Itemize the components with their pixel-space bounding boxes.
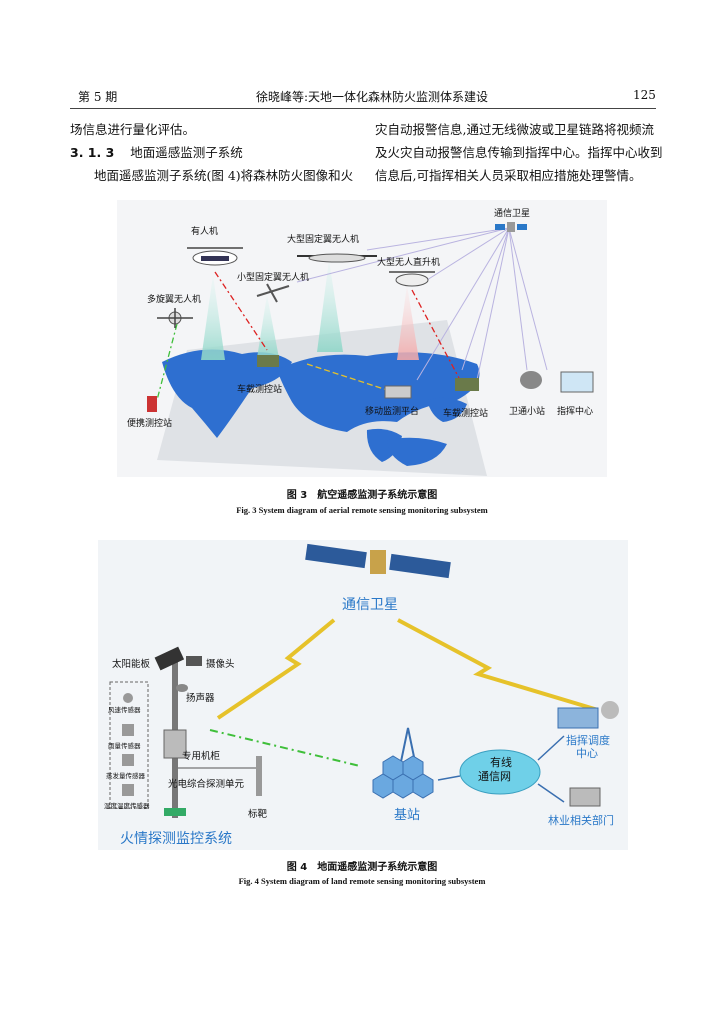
header-rule (70, 108, 656, 109)
fig3-label-command-center: 指挥中心 (557, 407, 594, 417)
figure-4: 通信卫星 太阳能板 摄像头 扬声器 风速传感器 雨量传感器 蒸发量传感器 湿度温… (98, 540, 628, 850)
fig4-label-photoelectric: 光电综合探测单元 (168, 779, 245, 790)
large-helicopter-icon (389, 271, 435, 287)
figure-3: 通信卫星 有人机 大型固定翼无人机 大型无人直升机 小型固定翼无人机 多旋翼无人… (117, 200, 607, 477)
left-line-3: 地面遥感监测子系统(图 4)将森林防火图像和火 (94, 168, 354, 183)
figure-3-caption-en: Fig. 3 System diagram of aerial remote s… (236, 505, 488, 515)
fig4-label-humidity-sensor: 湿度温度传感器 (104, 802, 150, 810)
left-line-1: 场信息进行量化评估。 (70, 122, 196, 137)
running-title: 徐晓峰等:天地一体化森林防火监测体系建设 (256, 90, 489, 104)
vehicle-station-2-icon (455, 378, 479, 391)
link-cloud-to-dispatch (537, 735, 565, 761)
beam-manned (201, 275, 225, 360)
fig3-label-vehicle-station-1: 车载测控站 (237, 385, 283, 395)
humidity-sensor-icon (122, 784, 134, 796)
target-icon (256, 756, 262, 796)
figure-3-caption-cn: 图 3 航空遥感监测子系统示意图 (286, 490, 438, 501)
vehicle-station-icon (257, 355, 279, 367)
wired-network-cloud (459, 749, 541, 795)
fig3-label-portable-station: 便携测控站 (127, 419, 173, 429)
camera-icon (186, 656, 202, 666)
figure-4-caption-en: Fig. 4 System diagram of land remote sen… (238, 876, 486, 886)
monitoring-tower (154, 646, 202, 818)
fig4-label-forestry: 林业相关部门 (548, 814, 614, 827)
fig3-label-remote-station: 卫通小站 (509, 407, 546, 417)
satellite-icon (495, 222, 527, 232)
fig4-label-target: 标靶 (248, 809, 268, 820)
dispatch-center-icon (557, 707, 599, 729)
page-number: 125 (633, 88, 656, 102)
fig4-label-base-station: 基站 (394, 808, 421, 823)
sensor-group-box (109, 681, 149, 809)
dish-icon (601, 701, 619, 719)
right-line-3: 信息后,可指挥相关人员采取相应措施处理警情。 (375, 168, 642, 183)
fig4-label-dispatch-1: 指挥调度 (566, 734, 610, 747)
fig4-label-wired-net-1: 有线 (490, 756, 512, 769)
link-satellite-to-dispatch (397, 618, 599, 712)
manned-aircraft-icon (187, 247, 243, 266)
fig4-label-fire-system: 火情探测监控系统 (120, 831, 232, 847)
link-base-to-cloud (437, 775, 461, 781)
fig3-label-large-helicopter: 大型无人直升机 (377, 258, 441, 268)
base-station-icon (372, 727, 434, 799)
large-fixed-wing-icon (297, 253, 377, 263)
fig4-label-evap-sensor: 蒸发量传感器 (106, 772, 145, 780)
fig3-label-mobile-platform: 移动监测平台 (365, 407, 420, 417)
multirotor-icon (157, 308, 193, 328)
cabinet-icon (163, 729, 187, 759)
link-mobile (306, 363, 388, 391)
small-fixed-wing-icon (256, 283, 290, 303)
fig3-label-manned: 有人机 (191, 227, 219, 237)
right-line-2: 及火灾自动报警信息传输到指挥中心。指挥中心收到 (375, 145, 663, 160)
beam-large-fixed (317, 260, 343, 352)
pole-base (164, 808, 186, 816)
fig3-label-multirotor: 多旋翼无人机 (147, 295, 202, 305)
fig4-label-cabinet: 专用机柜 (182, 751, 221, 762)
fig3-label-large-fixed-wing: 大型固定翼无人机 (287, 235, 360, 245)
mobile-platform-icon (384, 385, 412, 399)
world-map-shape (162, 349, 480, 466)
fig4-label-wind-sensor: 风速传感器 (108, 706, 141, 714)
right-line-1: 灾自动报警信息,通过无线微波或卫星链路将视频流 (375, 122, 654, 137)
fig4-label-solar-panel: 太阳能板 (112, 659, 151, 670)
issue-number: 第 5 期 (78, 90, 118, 104)
evap-sensor-icon (122, 754, 134, 766)
satellite-links (296, 227, 548, 381)
fig4-label-satellite: 通信卫星 (342, 597, 398, 613)
figure-3-graphic (117, 200, 607, 477)
command-center-icon (560, 371, 594, 393)
section-title: 地面遥感监测子系统 (130, 145, 243, 160)
fig4-label-dispatch-2: 中心 (576, 747, 598, 760)
speaker-icon (176, 684, 188, 692)
fig3-label-small-fixed-wing: 小型固定翼无人机 (237, 273, 310, 283)
satellite-icon (305, 543, 451, 579)
fig4-label-speaker: 扬声器 (186, 693, 215, 704)
figure-4-graphic (98, 540, 628, 850)
link-helicopter (411, 289, 460, 379)
fig3-label-satellite: 通信卫星 (494, 209, 531, 219)
fig4-label-wired-net-2: 通信网 (478, 770, 511, 783)
portable-station-icon (147, 396, 157, 412)
wind-sensor-icon (123, 693, 133, 703)
link-manned (214, 271, 268, 351)
fig3-label-vehicle-station-2: 车载测控站 (443, 409, 489, 419)
section-heading: 3. 1. 3 地面遥感监测子系统 (70, 141, 243, 164)
solar-panel-icon (154, 646, 185, 671)
fig4-label-camera: 摄像头 (206, 659, 235, 670)
section-number: 3. 1. 3 (70, 145, 115, 160)
link-tower-to-base (209, 729, 361, 767)
figure-4-caption-cn: 图 4 地面遥感监测子系统示意图 (286, 862, 438, 873)
link-satellite-to-tower (216, 618, 336, 720)
beam-helicopter (397, 285, 419, 360)
fig4-label-rain-sensor: 雨量传感器 (108, 742, 141, 750)
rain-sensor-icon (122, 724, 134, 736)
forestry-icon (569, 787, 601, 807)
link-cloud-to-forestry (537, 783, 565, 803)
link-portable (156, 323, 178, 401)
remote-station-icon (520, 371, 542, 389)
